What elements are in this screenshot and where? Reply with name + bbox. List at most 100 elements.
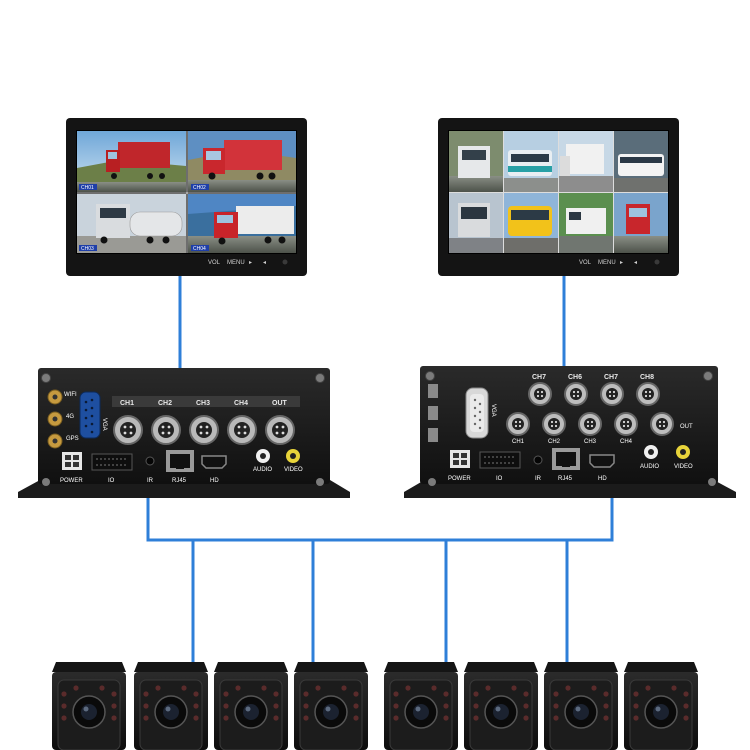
ir-led — [303, 715, 309, 721]
right-ch4-connector[interactable] — [614, 412, 638, 436]
ir-led — [353, 703, 359, 709]
right-rj45-label: RJ45 — [558, 476, 573, 482]
right-hd-port[interactable] — [589, 454, 615, 468]
monitor-right-vol-button[interactable]: VOL — [579, 260, 592, 266]
right-video-port[interactable] — [676, 445, 690, 459]
video-tile-right-1 — [449, 131, 503, 192]
monitor-left-power-button[interactable] — [282, 259, 288, 265]
ch4-label: CH4 — [234, 400, 248, 407]
gps-label: GPS — [66, 436, 79, 442]
monitor-right-next-button[interactable]: ▸ — [620, 260, 623, 266]
hd-port[interactable] — [201, 455, 227, 469]
ir-led — [671, 685, 677, 691]
ir-led — [393, 715, 399, 721]
right-wifi-port[interactable] — [428, 384, 438, 398]
video-tile-ch02: CH02 — [188, 131, 296, 192]
wifi-label: WIFI — [64, 392, 77, 398]
right-ch8-label: CH8 — [640, 374, 654, 381]
ir-led — [223, 691, 229, 697]
camera-3 — [214, 662, 288, 750]
right-rj45-port[interactable] — [552, 448, 580, 470]
monitor-right: VOL MENU ▸ ◂ — [438, 118, 679, 276]
ir-led — [235, 685, 241, 691]
right-ch3-connector[interactable] — [578, 412, 602, 436]
right-audio-port[interactable] — [644, 445, 658, 459]
ch2-connector[interactable] — [151, 415, 181, 445]
right-ch1-connector[interactable] — [506, 412, 530, 436]
dvr-right-bottom-ports: POWER IO IR RJ45 HD AUDIO VIDEO — [448, 445, 693, 482]
monitor-right-prev-button[interactable]: ◂ — [634, 260, 637, 266]
right-antenna-ports — [428, 384, 438, 442]
right-ch7a-connector[interactable] — [528, 382, 552, 406]
right-vga-port[interactable]: VGA — [465, 387, 496, 439]
right-ch7b-connector[interactable] — [600, 382, 624, 406]
right-ir-port[interactable] — [533, 455, 543, 465]
monitor-right-power-button[interactable] — [654, 259, 660, 265]
right-out-connector[interactable] — [650, 412, 674, 436]
monitor-right-menu-button[interactable]: MENU — [598, 260, 616, 266]
ir-led — [633, 691, 639, 697]
ir-led — [473, 691, 479, 697]
ir-led — [443, 703, 449, 709]
right-4g-port[interactable] — [428, 406, 438, 420]
ir-led — [683, 715, 689, 721]
tile-label-ch04: CH04 — [193, 246, 206, 252]
ir-led — [261, 685, 267, 691]
camera-8 — [624, 662, 698, 750]
ir-led — [633, 703, 639, 709]
right-power-port[interactable] — [450, 450, 470, 468]
ir-led — [633, 715, 639, 721]
ch3-connector[interactable] — [189, 415, 219, 445]
ir-led — [143, 703, 149, 709]
out-connector[interactable] — [265, 415, 295, 445]
out-label: OUT — [272, 400, 288, 407]
ir-led — [603, 703, 609, 709]
right-hd-label: HD — [598, 476, 607, 482]
tile-label-ch03: CH03 — [81, 246, 94, 252]
monitor-left-next-button[interactable]: ▸ — [249, 260, 252, 266]
vga-port[interactable]: VGA — [79, 391, 107, 439]
right-io-port[interactable] — [479, 451, 521, 469]
monitor-left-vol-button[interactable]: VOL — [208, 260, 221, 266]
ir-led — [443, 691, 449, 697]
ch4-connector[interactable] — [227, 415, 257, 445]
right-ch8-connector[interactable] — [636, 382, 660, 406]
camera-5 — [384, 662, 458, 750]
rj45-port[interactable] — [166, 450, 194, 472]
dvr-left-mount-flange — [18, 480, 350, 498]
ir-led — [315, 685, 321, 691]
right-ch2-connector[interactable] — [542, 412, 566, 436]
dvr-left-bottom-ports: POWER IO IR RJ45 HD AUDIO VIDEO — [60, 449, 303, 484]
video-port[interactable] — [286, 449, 300, 463]
ir-led — [683, 703, 689, 709]
right-bottom-connectors — [506, 412, 674, 436]
ch3-label: CH3 — [196, 400, 210, 407]
ir-port[interactable] — [145, 456, 155, 466]
ir-led — [273, 715, 279, 721]
ir-led — [61, 703, 67, 709]
ir-led — [341, 685, 347, 691]
power-port[interactable] — [62, 452, 82, 470]
right-gps-port[interactable] — [428, 428, 438, 442]
monitor-left-menu-button[interactable]: MENU — [227, 260, 245, 266]
monitor-left-prev-button[interactable]: ◂ — [263, 260, 266, 266]
right-ch2-label: CH2 — [548, 439, 561, 445]
right-ch6-label: CH6 — [568, 374, 582, 381]
right-ch6-connector[interactable] — [564, 382, 588, 406]
ch1-connector[interactable] — [113, 415, 143, 445]
ir-led — [683, 691, 689, 697]
ir-led — [111, 715, 117, 721]
ir-led — [193, 691, 199, 697]
tile-label-ch01: CH01 — [81, 185, 94, 191]
ir-led — [645, 685, 651, 691]
audio-port[interactable] — [256, 449, 270, 463]
ir-led — [223, 715, 229, 721]
ch2-label: CH2 — [158, 400, 172, 407]
ir-led — [523, 703, 529, 709]
ir-led — [393, 691, 399, 697]
hd-label: HD — [210, 478, 219, 484]
video-tile-right-5 — [449, 193, 503, 253]
channel-labels: CH1 CH2 CH3 CH4 OUT — [120, 400, 288, 407]
io-port[interactable] — [91, 453, 133, 471]
